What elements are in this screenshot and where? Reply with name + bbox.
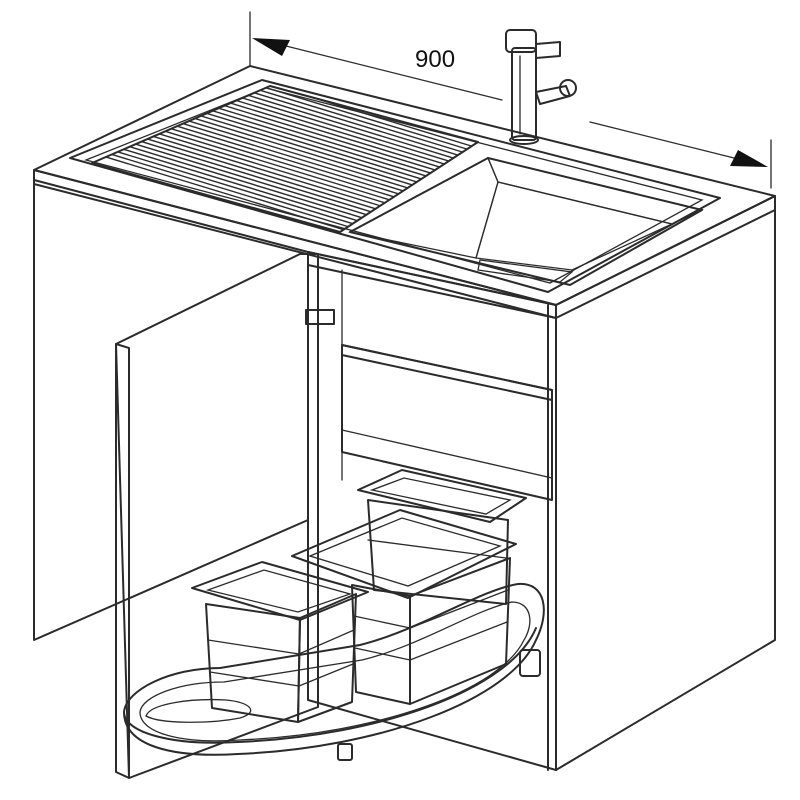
drainboard-groove: [92, 142, 358, 226]
drainboard-groove: [166, 109, 435, 193]
bin-rear-opening: [369, 477, 512, 515]
drainboard-groove: [214, 88, 478, 172]
door-panel: [115, 253, 319, 779]
bin-front-side: [297, 593, 357, 723]
drainboard-groove: [131, 124, 399, 208]
sink-basin: [348, 157, 704, 286]
sink-unit: [33, 29, 776, 319]
dimension-label: 900: [415, 46, 455, 73]
pull-out-rail: [341, 344, 553, 501]
sink-rim-inner: [83, 87, 704, 284]
pull-out-tray: [123, 582, 545, 761]
drainboard-groove: [95, 140, 363, 224]
tray-center-foot: [337, 743, 353, 761]
drainboard-groove: [226, 86, 478, 167]
tray-inner-rim: [139, 601, 531, 742]
worktop-surface: [33, 65, 776, 306]
drainboard-groove: [92, 145, 352, 229]
drainboard-groove: [137, 122, 405, 206]
tray-base: [123, 582, 545, 756]
drainboard-groove: [107, 134, 375, 218]
bin-rear-band: [367, 539, 507, 559]
door-hinge-icon: [305, 309, 335, 325]
cabinet-door: [115, 253, 335, 779]
faucet: [505, 29, 577, 145]
drainboard-groove: [231, 86, 478, 164]
dimension-arrow-left-icon: [252, 38, 290, 56]
sink-rim-outer: [69, 79, 721, 293]
tray-front-edge: [123, 627, 537, 744]
rail-edge-line: [341, 429, 553, 479]
drainboard-groove: [208, 91, 476, 175]
basin-drain-step: [477, 259, 574, 283]
cabinet-right-side: [555, 195, 776, 771]
drainboard: [91, 85, 479, 233]
faucet-base: [509, 135, 539, 145]
bin-large-side: [409, 557, 511, 705]
faucet-head: [505, 29, 537, 53]
tray-handle-icon: [145, 698, 252, 723]
bin-large-opening: [308, 517, 502, 587]
dimension-arrow-right-icon: [730, 150, 768, 167]
drainboard-groove: [196, 96, 464, 180]
bin-front-band-3: [209, 671, 300, 687]
tray-runner-foot: [519, 649, 541, 677]
drainboard-groove: [113, 132, 381, 216]
bin-large-band-1: [353, 615, 411, 629]
bin-large-band-4: [409, 621, 508, 661]
bin-large-band-3: [354, 647, 411, 661]
drainboard-groove: [172, 106, 441, 190]
faucet-lever-icon: [535, 41, 561, 59]
drainboard-groove: [202, 93, 470, 177]
drainboard-groove: [101, 137, 369, 221]
worktop-side-edge: [555, 195, 776, 319]
bin-front-opening: [205, 569, 353, 613]
drainboard-groove: [184, 101, 452, 185]
bin-rear-body: [367, 499, 509, 605]
faucet-column: [511, 47, 537, 141]
door-edge: [115, 343, 130, 779]
bin-large-rim: [291, 509, 517, 599]
basin-floor: [475, 181, 674, 271]
waste-bin-front: [191, 561, 369, 723]
drainboard-groove: [154, 114, 423, 198]
drainboard-groove: [160, 111, 429, 195]
basin-back-wall: [486, 157, 704, 225]
drainboard-area: [91, 85, 479, 233]
dimension-line-left: [261, 39, 503, 101]
drainboard-groove: [92, 147, 346, 231]
cabinet-interior-back: [307, 251, 557, 771]
bin-large-band-2: [409, 589, 509, 629]
bin-front-band-4: [298, 663, 354, 687]
waste-bin-rear: [357, 469, 527, 605]
drainboard-groove: [190, 98, 458, 182]
drainboard-groove: [237, 86, 478, 162]
faucet-aerator-icon: [559, 79, 577, 97]
bin-front-band-2: [298, 629, 355, 655]
dimension-line-right: [589, 121, 759, 165]
drainboard-grooves: [92, 86, 478, 231]
drainboard-groove: [125, 127, 393, 211]
rail-top-strip: [341, 344, 553, 401]
cabinet: [33, 179, 776, 771]
drainboard-groove: [119, 129, 387, 213]
bin-rear-rim: [357, 469, 527, 523]
bin-front-band-1: [207, 639, 300, 655]
drainboard-groove: [142, 119, 411, 203]
bin-front-rim: [191, 561, 369, 621]
drainboard-groove: [148, 116, 417, 200]
width-dimension: 900: [249, 11, 772, 189]
drainboard-groove: [220, 86, 478, 170]
drainboard-groove: [178, 104, 447, 188]
